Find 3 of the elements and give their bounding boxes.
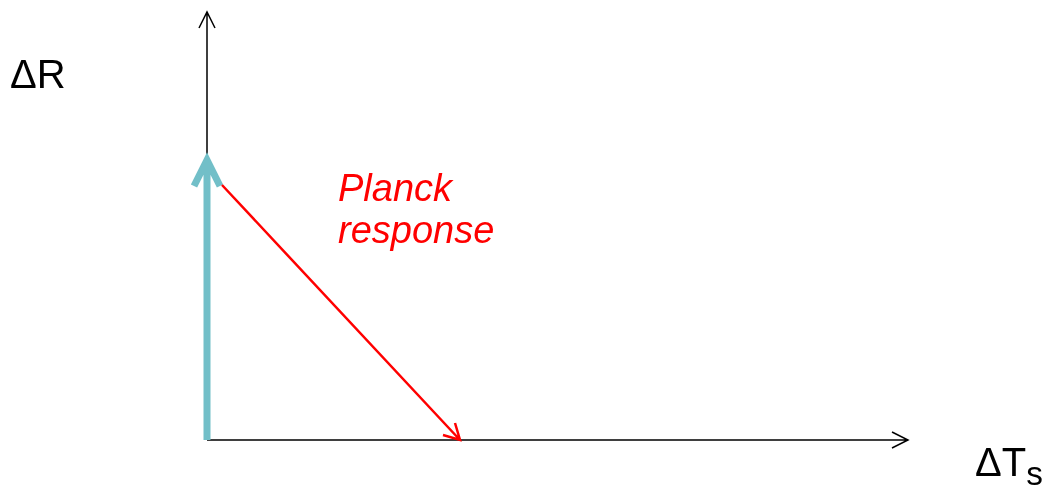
axis-label: ΔT$_{s}$: [975, 440, 1043, 493]
annotation-text: Planck response: [338, 168, 496, 252]
axis-label: ΔR: [10, 52, 66, 96]
